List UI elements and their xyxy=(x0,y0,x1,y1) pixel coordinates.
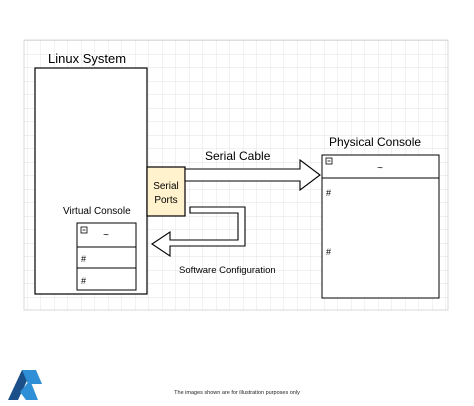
serial-ports-label-line2: Ports xyxy=(154,195,177,206)
serial-cable-arrow xyxy=(184,158,321,192)
serial-ports-label-line1: Serial xyxy=(153,181,179,192)
virtual-console-title-glyph: ~ xyxy=(103,230,109,241)
software-configuration-label: Software Configuration xyxy=(179,265,276,276)
physical-console-title-glyph: ~ xyxy=(377,163,383,174)
physical-console-row-1: # xyxy=(326,188,331,198)
footer-disclaimer: The images shown are for illustration pu… xyxy=(174,390,300,396)
serial-cable-label: Serial Cable xyxy=(205,149,271,163)
physical-console-label: Physical Console xyxy=(329,135,421,149)
linux-system-label: Linux System xyxy=(48,51,126,66)
brand-logo-icon xyxy=(8,370,42,400)
virtual-console-window[interactable]: ~ # # xyxy=(76,222,137,291)
software-configuration-arrow xyxy=(151,206,246,258)
virtual-console-row-1: # xyxy=(81,254,86,264)
virtual-console-row-2: # xyxy=(81,276,86,286)
virtual-console-label: Virtual Console xyxy=(63,206,131,217)
physical-console-row-2: # xyxy=(326,247,331,257)
serial-ports-box[interactable] xyxy=(146,166,186,217)
physical-console-window[interactable]: ~ # # xyxy=(321,154,440,299)
